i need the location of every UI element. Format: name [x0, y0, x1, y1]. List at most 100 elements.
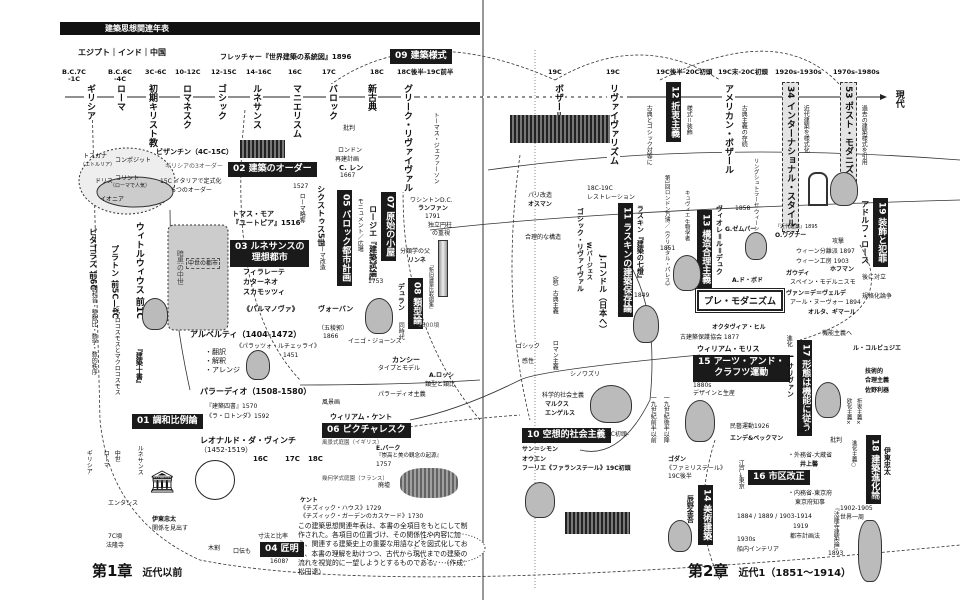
order-composite: コンポジット	[115, 157, 152, 164]
box-02-orders[interactable]: 02 建築のオーダー	[228, 162, 317, 178]
box-06-picturesque[interactable]: 06 ピクチャレスク	[322, 423, 411, 439]
label: ケント	[300, 497, 318, 504]
label: 1753	[368, 278, 384, 285]
box-34-international-style[interactable]: 34 インターナショナル・スタイル	[782, 82, 799, 232]
label: 井上馨	[800, 461, 819, 468]
label-byzantine: ビザンチン（4C-15C）	[156, 148, 233, 156]
label: ギリシア	[85, 450, 93, 474]
label: ・アレンジ	[205, 366, 240, 374]
box-16-city-improvement[interactable]: 16 市区改正	[748, 470, 810, 486]
label: リングシュトラーセ ウィーン	[752, 158, 759, 232]
label: 18C	[308, 455, 323, 463]
palladio-portrait	[246, 350, 270, 380]
note: 古典主義の存続	[740, 105, 748, 147]
box-04-shomei[interactable]: 04 匠明	[260, 542, 304, 558]
box-08-typology[interactable]: 08 類型論	[408, 278, 424, 329]
label: C. レン	[339, 164, 364, 172]
label: 東京府知事	[795, 499, 826, 506]
style-label: ボザール	[552, 84, 565, 120]
label: 折衷主義×	[855, 398, 862, 426]
label: ル・コルビュジエ	[853, 345, 902, 352]
box-17-form-follows-function[interactable]: 17 形態は機能に従う	[797, 340, 813, 436]
label: トマス・モア	[232, 210, 274, 218]
ruins-illustration	[400, 468, 458, 498]
chapter-title: 近代1（1851～1914）	[738, 568, 852, 579]
label: 規格化論争	[862, 293, 893, 300]
box-line: クラフツ運動	[714, 368, 769, 379]
label: タイプとモデル	[378, 365, 421, 372]
box-09-architectural-style[interactable]: 09 建築様式	[390, 49, 452, 65]
period-label: 3C-6C	[145, 68, 167, 76]
label: キュヴィエ 生物学者	[683, 190, 690, 242]
note: 様式＝装飾	[685, 105, 693, 136]
period-label: 19C	[606, 68, 620, 76]
label: 《パルマノヴァ》	[243, 305, 299, 313]
chapter-title: 近代以前	[142, 568, 183, 579]
label: パラーディオ主義	[378, 391, 426, 398]
note: 過去の建築様式を引用	[860, 105, 868, 165]
box-18-architectural-evolution[interactable]: 18 建築進化論	[866, 435, 882, 504]
label: ロマン主義	[551, 340, 559, 370]
box-07-primitive-hut[interactable]: 07 原始の小屋	[381, 192, 397, 261]
period-label: B.C.6C -4C	[108, 68, 132, 83]
present-label: 現代	[893, 90, 904, 108]
label: ロージエ『建築試論』	[368, 205, 378, 285]
label: 分類学の父	[400, 248, 431, 255]
label: ゴダン	[668, 456, 687, 463]
box-11-ruskin-preservation[interactable]: 11 ラスキンの建築保存論	[618, 203, 634, 317]
ruskin-portrait	[633, 305, 659, 343]
label: 1851	[660, 245, 676, 252]
label: 《パラッツォ・ルチェッライ》	[236, 343, 321, 350]
laugier-portrait	[365, 298, 393, 334]
familistere-illustration	[565, 512, 630, 534]
label: 1880s	[693, 382, 712, 389]
label: ウィーン分離派 1897	[796, 248, 855, 255]
period-label: 19C後半-20C初頭	[656, 68, 713, 76]
label: 『法隆寺建築論』	[832, 505, 840, 553]
label: スペイン・モデルニスモ	[790, 279, 856, 286]
label: オクタヴィア・ヒル	[712, 324, 766, 331]
order-ionic: イオニア	[100, 196, 125, 203]
label: ガウディ	[786, 270, 810, 277]
label: 『新旧建築比較図集』	[428, 262, 434, 312]
box-15-arts-and-crafts[interactable]: 15 アーツ・アンド・クラフツ運動	[693, 355, 790, 382]
label: 1884 / 1889 / 1903-1914	[737, 513, 812, 520]
label: 江戸→東京	[737, 460, 745, 490]
label: 1893	[828, 550, 844, 557]
label: 木割	[208, 545, 221, 552]
label: ・外務省-大蔵省	[788, 452, 833, 459]
box-05-baroque-city-planning[interactable]: 05 バロック都市計画	[337, 190, 353, 286]
label: 批判	[343, 125, 356, 132]
box-14-art-architecture[interactable]: 14 美術建築	[698, 485, 714, 545]
period-label: 1970s-1980s	[833, 68, 880, 76]
label: O.ワグナー	[775, 232, 807, 239]
temple-icon: 🏛	[148, 470, 176, 495]
label: 『建築四書』1570	[206, 403, 258, 410]
label: ゴシック	[516, 343, 541, 350]
label: ウィリアム・モリス	[697, 345, 760, 353]
box-19-ornament-and-crime[interactable]: 19 装飾と犯罪	[873, 198, 889, 267]
box-03-renaissance-ideal-city[interactable]: 03 ルネサンスの理想都市	[230, 240, 310, 267]
label: 『崇高と美の観念の起源』	[376, 453, 443, 459]
box-01-harmonic-proportion[interactable]: 01 調和比例論	[132, 414, 203, 430]
label: 伊東忠太	[152, 516, 177, 523]
period-label: 1920s-1930s	[775, 68, 822, 76]
box-53-post-modernism[interactable]: 53 ポスト・モダニズム	[840, 82, 857, 187]
label: デュラン	[397, 283, 406, 311]
label: イニゴ・ジョーンズ	[348, 338, 402, 345]
style-label: 初期キリスト教	[146, 84, 159, 147]
label: 1667	[340, 172, 356, 179]
label: モニュメント／広場	[356, 198, 364, 252]
label: 合理主義	[865, 377, 890, 384]
box-10-utopian-socialism[interactable]: 10 空想的社会主義	[522, 428, 611, 444]
box-12-eclecticism[interactable]: 12 折衷主義	[666, 82, 682, 142]
label: 『ユートピア』1516	[232, 219, 301, 227]
label: エンタシス	[108, 500, 139, 507]
chapter-number: 第2章	[688, 562, 729, 580]
label: 一九世紀前半以前	[649, 395, 657, 443]
period-label: 19C末-20C初頭	[718, 68, 768, 76]
label: 調和音・整数比・数学・数的秩序	[90, 285, 98, 375]
order-corinth-note: （ローマで人気）	[110, 183, 151, 189]
label: 廃墟	[378, 482, 391, 489]
box-13-structural-rationalism[interactable]: 13 構造合理主義	[697, 210, 713, 288]
